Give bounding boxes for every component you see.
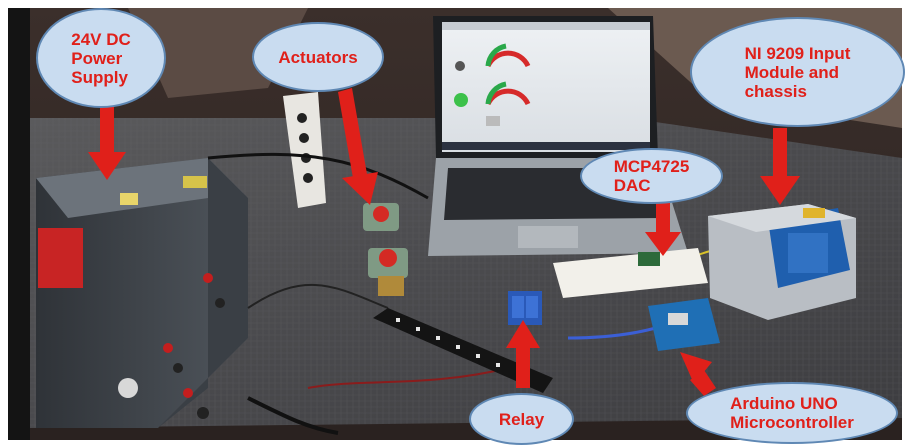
label-power-supply-text: 24V DC Power Supply — [71, 29, 131, 87]
arrow-dac-icon — [645, 198, 681, 256]
arrow-ni-module-icon — [760, 128, 800, 205]
label-arduino: Arduino UNO Microcontroller — [686, 382, 898, 444]
label-relay-text: Relay — [498, 409, 545, 429]
label-actuators-text: Actuators — [278, 47, 358, 67]
label-dac: MCP4725 DAC — [580, 148, 723, 204]
label-ni-module-text: NI 9209 Input Module and chassis — [744, 43, 851, 101]
arrow-actuators-icon — [338, 88, 378, 205]
label-ni-module: NI 9209 Input Module and chassis — [690, 17, 905, 127]
label-arduino-text: Arduino UNO Microcontroller — [730, 394, 854, 432]
label-dac-text: MCP4725 DAC — [613, 157, 690, 195]
label-actuators: Actuators — [252, 22, 384, 92]
label-relay: Relay — [469, 393, 574, 445]
arrow-power-supply-icon — [88, 105, 126, 180]
arrow-relay-icon — [506, 320, 540, 388]
label-power-supply: 24V DC Power Supply — [36, 8, 166, 108]
arrow-arduino-icon — [680, 352, 716, 396]
